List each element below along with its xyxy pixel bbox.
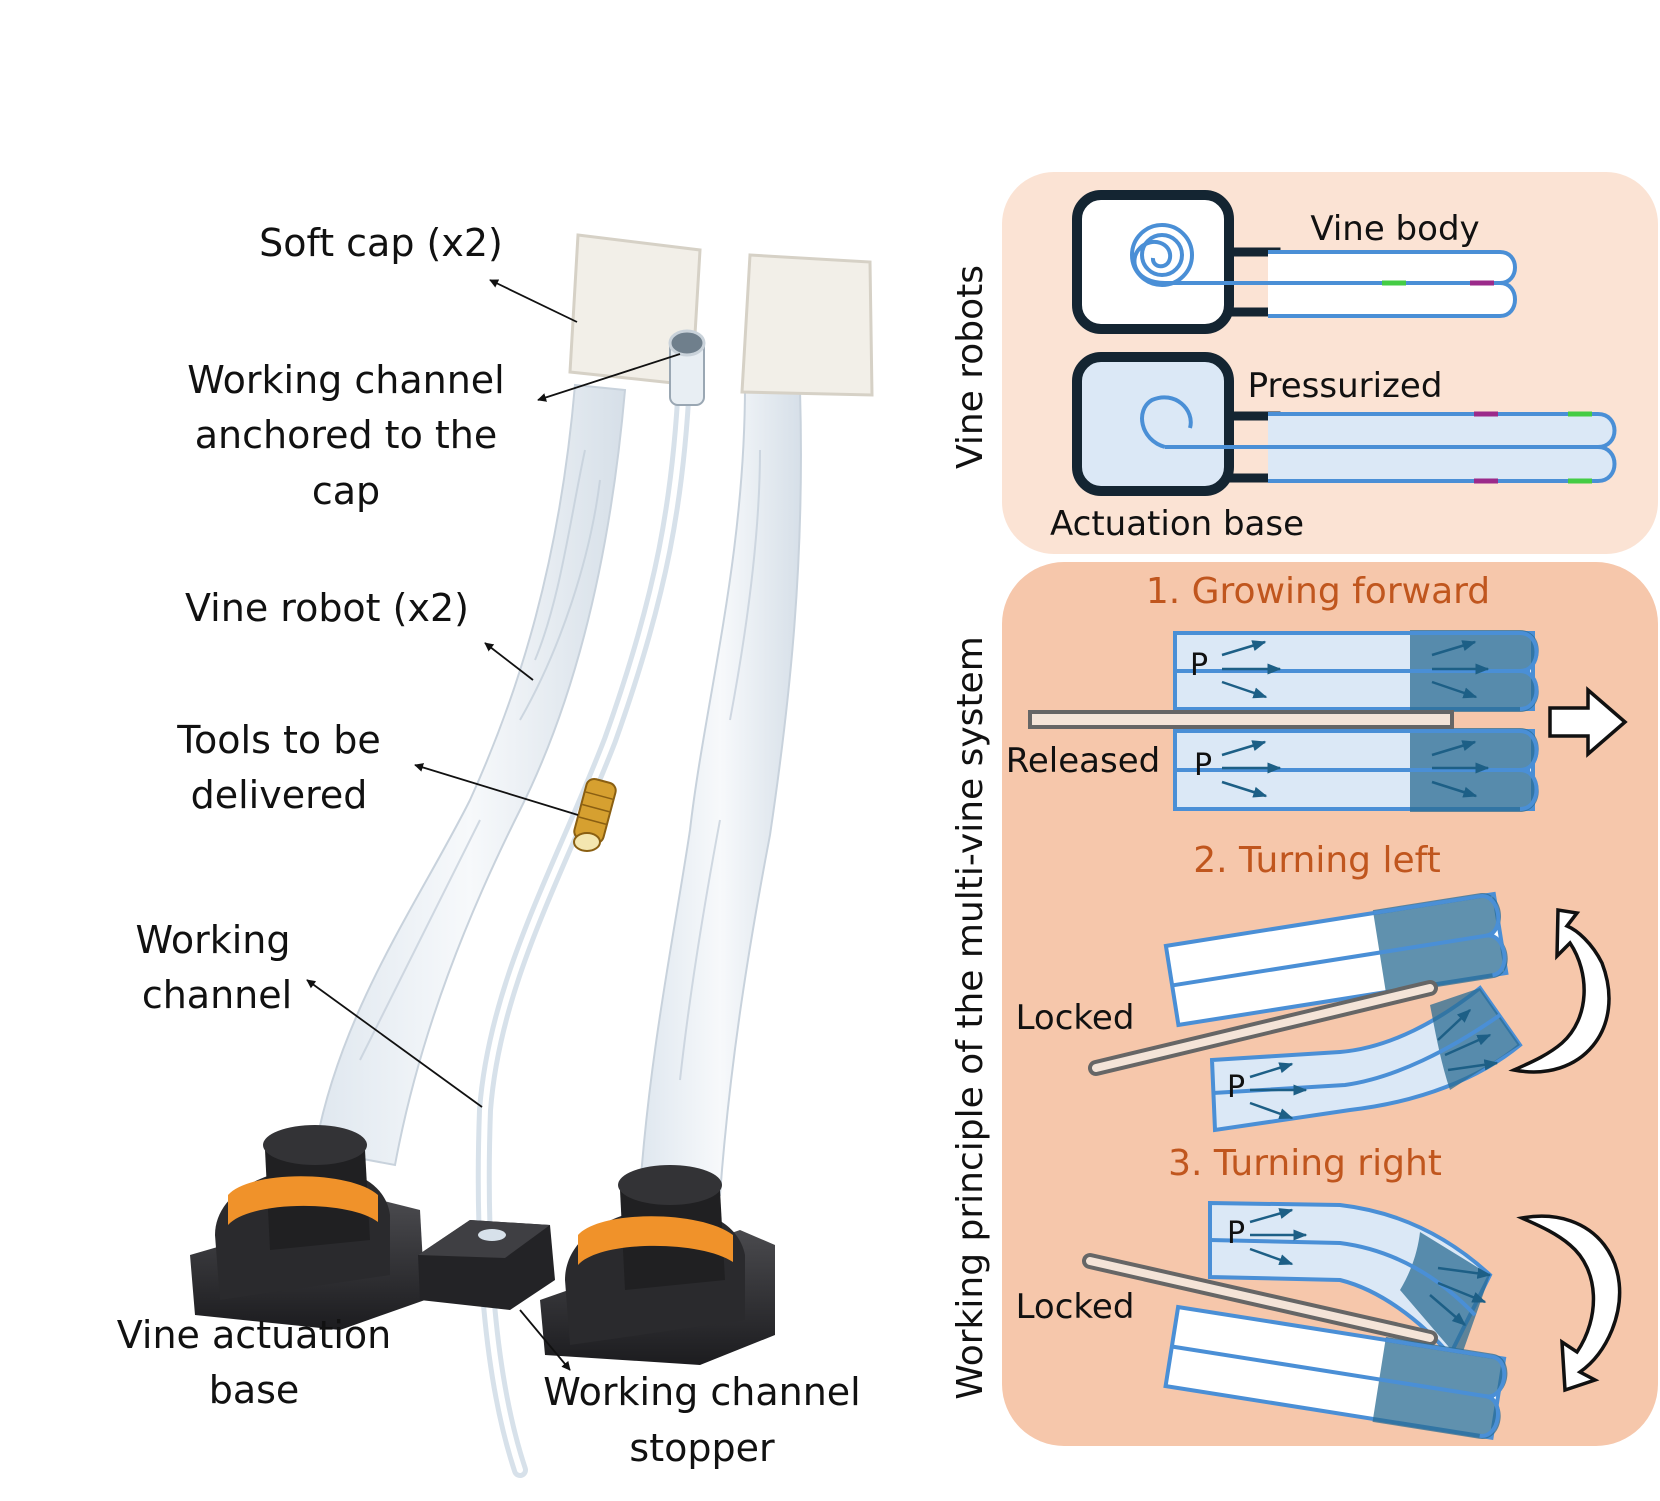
label-stopper-2: stopper xyxy=(629,1426,775,1470)
step1-title: 1. Growing forward xyxy=(1146,571,1490,612)
vine-robots-side-title: Vine robots xyxy=(950,265,991,469)
label-vine-robot: Vine robot (x2) xyxy=(185,586,469,630)
label-released: Released xyxy=(1006,741,1160,781)
turn-left-arrow xyxy=(1508,907,1611,1074)
forward-arrow xyxy=(1548,686,1628,758)
label-channel-1: Working xyxy=(136,918,291,962)
step1-pressure-arrows xyxy=(1221,640,1490,798)
label-tools-1: Tools to be xyxy=(176,718,380,762)
label-anchored-2: anchored to the xyxy=(195,413,498,457)
right-actuation-base xyxy=(540,1165,775,1365)
working-principle-panel: Working principle of the multi-vine syst… xyxy=(950,562,1658,1446)
label-anchored-1: Working channel xyxy=(187,358,504,402)
step3-title: 3. Turning right xyxy=(1168,1143,1442,1184)
vine-robot-pressurized xyxy=(1072,352,1617,496)
step3-lower-vine xyxy=(1163,1304,1508,1440)
callout-arrows xyxy=(306,279,681,1371)
turn-right-arrow xyxy=(1516,1214,1622,1393)
right-soft-cap xyxy=(740,253,874,397)
vine-robot-unpressurized xyxy=(1072,190,1517,334)
label-soft-cap: Soft cap (x2) xyxy=(259,221,503,265)
step3-pressure-arrows xyxy=(1249,1208,1492,1326)
tool-capsule xyxy=(573,777,617,852)
label-tools-2: delivered xyxy=(191,773,368,817)
step2-bending-vine xyxy=(1209,985,1523,1133)
left-vine-robot-tube xyxy=(313,383,627,1167)
device-illustration xyxy=(190,233,874,1478)
label-channel-2: channel xyxy=(142,973,292,1017)
label-anchored-3: cap xyxy=(312,469,380,513)
step3-bending-vine xyxy=(1208,1200,1493,1360)
step1-working-channel xyxy=(1028,710,1454,729)
label-pressurized: Pressurized xyxy=(1248,366,1443,406)
working-channel-stopper xyxy=(418,1220,555,1310)
label-actuation-base: Actuation base xyxy=(1050,504,1304,544)
vine-robots-panel: Vine robots Vine body Pressurized xyxy=(950,172,1658,554)
left-actuation-base xyxy=(190,1125,425,1330)
principle-side-title: Working principle of the multi-vine syst… xyxy=(950,636,991,1400)
label-stopper-1: Working channel xyxy=(543,1370,860,1414)
step2-title: 2. Turning left xyxy=(1193,840,1441,881)
step1-lower-vine xyxy=(1173,728,1539,812)
label-locked-right: Locked xyxy=(1016,1287,1135,1327)
label-vine-body: Vine body xyxy=(1310,209,1479,249)
step2-pressure-arrows xyxy=(1249,1009,1499,1120)
step2-upper-vine xyxy=(1163,891,1509,1028)
left-labels: Soft cap (x2) Working channel anchored t… xyxy=(117,221,861,1470)
step3-pressure: P xyxy=(1227,1216,1245,1251)
label-base-2: base xyxy=(209,1368,300,1412)
step1-upper-vine xyxy=(1173,630,1539,712)
label-base-1: Vine actuation xyxy=(117,1313,392,1357)
step1-pressure-upper: P xyxy=(1190,648,1208,683)
label-locked-left: Locked xyxy=(1016,998,1135,1038)
step2-pressure: P xyxy=(1227,1070,1245,1105)
step1-pressure-lower: P xyxy=(1194,748,1212,783)
